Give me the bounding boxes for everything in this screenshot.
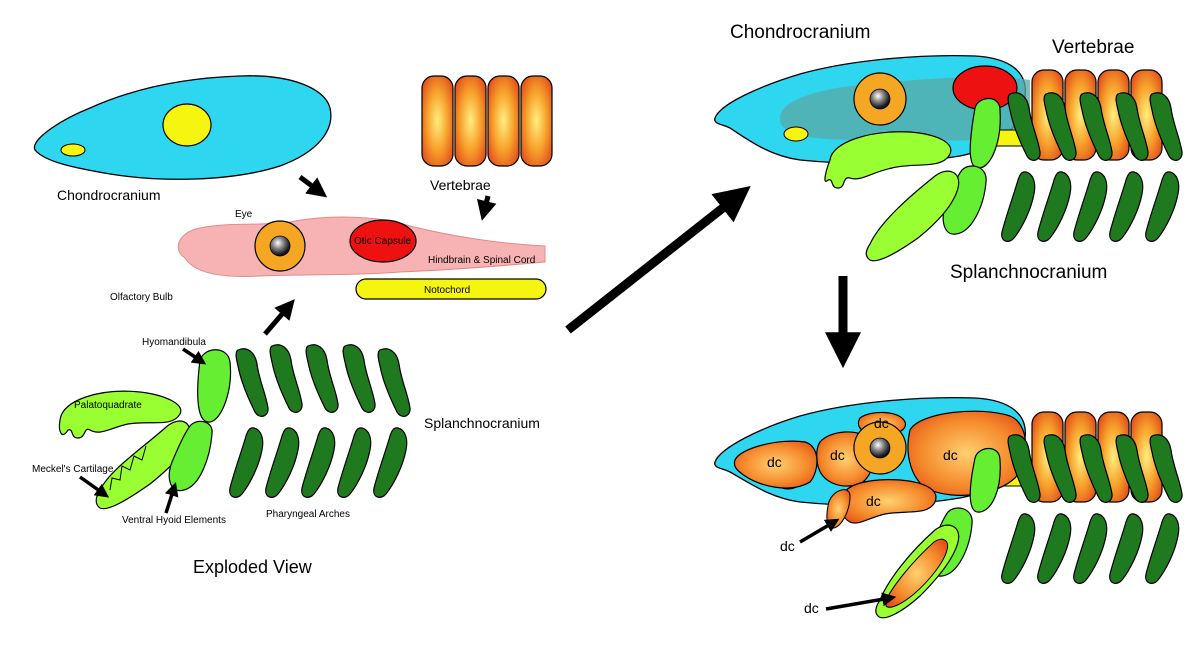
arrow-dc-6 — [799, 518, 840, 544]
arch-upper-1 — [235, 348, 269, 417]
arch-lower-3 — [301, 427, 336, 498]
dc-label-2: dc — [830, 447, 845, 463]
ventral-hyoid — [168, 420, 213, 492]
a-arch-lower-3 — [1073, 171, 1108, 242]
dc-label-6: dc — [780, 538, 795, 554]
label-chondrocranium-assembled: Chondrocranium — [730, 22, 870, 43]
dc-label-3: dc — [874, 415, 889, 431]
vertebra-4 — [520, 75, 553, 167]
label-meckels: Meckel's Cartilage — [32, 464, 114, 475]
o-arch-lower-5 — [1145, 513, 1180, 584]
arrow-splanchno-to-brain — [263, 299, 295, 336]
arch-upper-3 — [305, 344, 339, 413]
transition-arrows — [565, 185, 861, 369]
a-arch-lower-2 — [1037, 171, 1072, 242]
label-vertebrae-exploded: Vertebrae — [430, 177, 491, 193]
vertebra-1 — [421, 75, 454, 167]
label-olfactory-bulb: Olfactory Bulb — [110, 292, 173, 303]
a-arch-lower-4 — [1109, 171, 1144, 242]
exploded-eye-lens — [269, 235, 291, 257]
o-arch-lower-2 — [1037, 513, 1072, 584]
exploded-nasal-capsule — [60, 143, 86, 157]
o-arch-lower-3 — [1073, 513, 1108, 584]
label-palatoquadrate: Palatoquadrate — [74, 400, 142, 411]
label-chondrocranium-exploded: Chondrocranium — [57, 187, 161, 203]
o-arch-lower-1 — [1001, 513, 1036, 584]
exploded-eye-socket — [162, 103, 212, 147]
a-arch-lower-5 — [1145, 171, 1180, 242]
label-notochord: Notochord — [424, 285, 470, 296]
assembled-palatoquadrate — [824, 131, 952, 189]
assembled-eye-lens — [869, 88, 891, 110]
dc-label-4: dc — [943, 447, 958, 463]
label-pharyngeal-arches: Pharyngeal Arches — [266, 509, 350, 520]
arrow-exploded-to-assembled — [565, 185, 751, 334]
arrow-hyomandibula — [182, 347, 207, 365]
arrow-meckels — [78, 475, 110, 498]
ossified-eye-lens — [869, 437, 891, 459]
ossified-pointer-arrows — [799, 518, 897, 611]
arch-lower-1 — [229, 427, 264, 498]
dc-palatoquadrate-bone — [840, 479, 937, 524]
hyomandibula — [197, 349, 232, 423]
label-hindbrain: Hindbrain & Spinal Cord — [428, 255, 535, 266]
label-vertebrae-assembled: Vertebrae — [1052, 37, 1134, 58]
dc-dentary-bone — [885, 538, 949, 608]
arch-upper-5 — [377, 348, 411, 417]
palatoquadrate — [58, 390, 182, 439]
arch-upper-2 — [269, 344, 303, 413]
dc-label-1: dc — [767, 454, 782, 470]
vertebra-2 — [454, 75, 487, 167]
label-ventral-hyoid: Ventral Hyoid Elements — [122, 515, 226, 526]
dc-label-5: dc — [866, 493, 881, 509]
vertebra-3 — [487, 75, 520, 167]
caption-exploded-view: Exploded View — [193, 557, 313, 577]
label-splanchnocranium-assembled: Splanchnocranium — [950, 262, 1107, 283]
arch-lower-4 — [337, 427, 372, 498]
arrow-chondro-to-brain — [298, 175, 328, 198]
assembled-arches — [1001, 92, 1183, 242]
label-otic-capsule: Otic Capsule — [354, 236, 412, 247]
label-eye: Eye — [235, 209, 253, 220]
assembled-skull — [714, 54, 1183, 262]
assembled-hyomandibula — [969, 97, 1001, 169]
dc-otic-bone — [907, 410, 1027, 496]
dc-label-7: dc — [804, 600, 819, 616]
exploded-pointer-arrows — [78, 347, 207, 514]
ossified-skull — [714, 396, 1183, 619]
label-hyomandibula: Hyomandibula — [142, 337, 206, 348]
o-arch-lower-4 — [1109, 513, 1144, 584]
exploded-pharyngeal-arches — [229, 344, 411, 498]
exploded-arrows — [263, 175, 497, 336]
ossified-hyomandibula — [969, 447, 1001, 513]
assembled-nasal — [783, 126, 809, 142]
a-arch-lower-1 — [1001, 171, 1036, 242]
notochord — [355, 278, 547, 300]
arch-lower-5 — [373, 427, 408, 498]
ossified-arches — [1001, 434, 1183, 584]
assembled-meckels — [865, 170, 960, 262]
exploded-vertebrae — [421, 75, 553, 167]
arrow-dc-7 — [825, 592, 897, 611]
meckels-teeth — [109, 445, 147, 491]
arrow-vertebrae-to-brain — [476, 195, 497, 221]
arch-upper-4 — [342, 344, 376, 413]
arch-lower-2 — [265, 427, 300, 498]
arrow-ventral-hyoid — [164, 481, 179, 514]
dc-nasal-bone — [733, 440, 818, 489]
label-splanchnocranium-exploded: Splanchnocranium — [424, 415, 540, 431]
otic-capsule — [349, 219, 417, 263]
